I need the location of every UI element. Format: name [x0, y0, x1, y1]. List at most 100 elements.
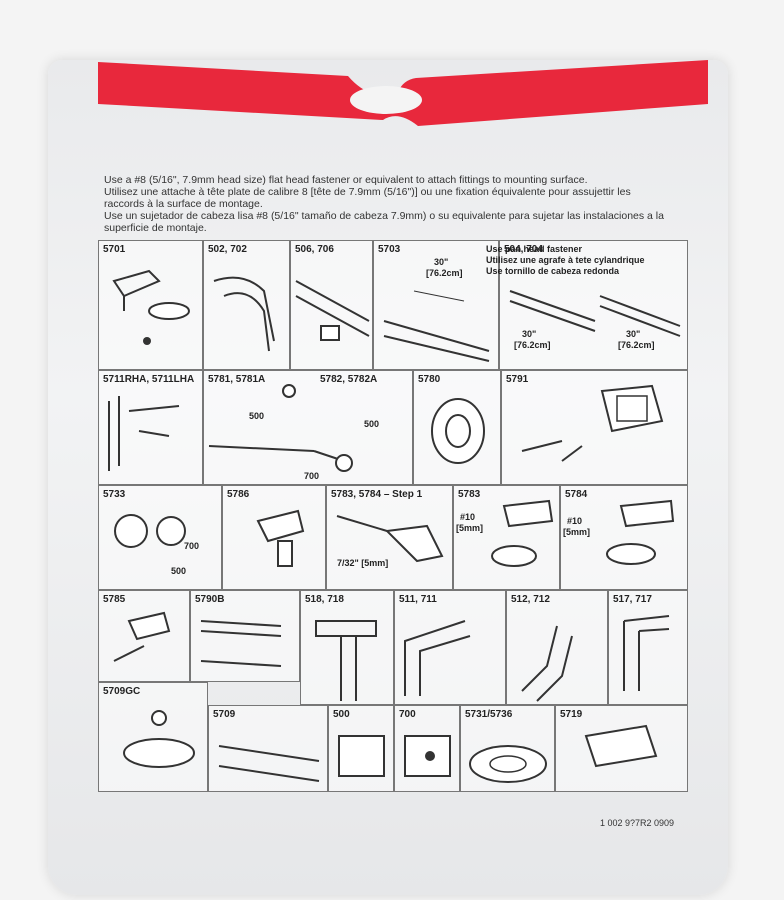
cell-label: 5733 [103, 489, 126, 500]
drill-drawing [336, 515, 444, 563]
cell-label: 5731/5736 [465, 709, 513, 720]
cell-label: 5701 [103, 244, 126, 255]
cell-label: 511, 711 [399, 594, 437, 605]
cell-label: 5782, 5782A [320, 374, 378, 385]
dimension-30in: 30" [626, 329, 641, 339]
cell-label: 506, 706 [295, 244, 334, 255]
cell-504-704: 504, 704 30" [76.2cm] 30" [76.2cm] [499, 240, 688, 370]
cell-502-702: 502, 702 [203, 240, 290, 370]
ground-clip-drawing [123, 710, 195, 768]
cell-label: 504, 704 [504, 244, 543, 255]
tee-drawing [315, 620, 377, 701]
cell-label: 5719 [560, 709, 583, 720]
cell-5784: 5784 #10 [5mm] [560, 485, 688, 590]
extension-box-drawing [114, 514, 186, 548]
bushing-drawing [431, 398, 485, 464]
cell-label: 5709 [213, 709, 236, 720]
cell-label: 5786 [227, 489, 250, 500]
screw-mm: [5mm] [456, 523, 484, 533]
fitting-drawing [113, 611, 171, 662]
dimension-30in: 30" [522, 329, 537, 339]
label-500: 500 [171, 566, 187, 576]
cell-512-712: 512, 712 [506, 590, 608, 705]
screw-mm: [5mm] [563, 527, 591, 537]
cell-label: 5703 [378, 244, 401, 255]
instructions-es-1: Use un sujetador de cabeza lisa #8 (5/16… [104, 210, 664, 222]
dimension-762cm: [76.2cm] [514, 340, 551, 350]
bushing-fitting-drawing [491, 499, 554, 567]
raceway-clip-drawing [112, 269, 190, 345]
cell-5719: 5719 [555, 705, 688, 792]
cell-label: 518, 718 [305, 594, 344, 605]
cell-5786: 5786 [222, 485, 326, 590]
cell-5731-5736: 5731/5736 [460, 705, 555, 792]
cell-label: 5791 [506, 374, 529, 385]
cell-label: 5709GC [103, 686, 141, 697]
cell-518-718: 518, 718 [300, 590, 394, 705]
box-drawing [521, 384, 664, 462]
raceway-drawing [218, 745, 320, 782]
pan-head-note: Use pan head fastener Utilisez une agraf… [486, 244, 645, 277]
hang-hole [350, 86, 422, 114]
cell-label: 500 [333, 709, 350, 720]
connector-drawing [200, 620, 282, 667]
pan-head-strap-drawing [509, 290, 681, 337]
fittings-diagram-grid: 5701 502, 702 506, 706 5703 30" [76.2cm]… [98, 240, 688, 810]
label-700: 700 [184, 541, 200, 551]
cell-label: 700 [399, 709, 416, 720]
instructions-fr-1: Utilisez une attache à tête plate de cal… [104, 186, 631, 198]
label-500: 500 [249, 411, 265, 421]
pan-head-note-en: Use pan head fastener [486, 244, 583, 254]
cell-5783: 5783 #10 [5mm] [453, 485, 560, 590]
cell-label: 5780 [418, 374, 441, 385]
cell-label: 5783, 5784 – Step 1 [331, 489, 423, 500]
strap-drawing [383, 290, 490, 362]
cell-5709gc: 5709GC [98, 682, 208, 792]
instructions-es-2: superficie de montaje. [104, 222, 207, 234]
dimension-762cm: [76.2cm] [618, 340, 655, 350]
dimension-762cm: [76.2cm] [426, 268, 463, 278]
dimension-30in: 30" [434, 257, 449, 267]
cell-5701: 5701 [98, 240, 203, 370]
cell-5780: 5780 [413, 370, 501, 485]
cell-label: 5711RHA, 5711LHA [103, 374, 195, 385]
instructions-text: Use a #8 (5/16", 7.9mm head size) flat h… [104, 174, 684, 234]
cell-label: 502, 702 [208, 244, 247, 255]
cell-label: 5781, 5781A [208, 374, 266, 385]
bushing-fitting-drawing [606, 499, 675, 565]
adapter-drawing [584, 724, 658, 768]
cell-5791: 5791 [501, 370, 688, 485]
base-drawing [338, 735, 385, 777]
fitting-drawing [108, 396, 180, 471]
drill-size: 7/32" [5mm] [337, 558, 389, 568]
base-drawing [404, 735, 451, 777]
cell-5709: 5709 [208, 705, 328, 792]
cell-label: 5790B [195, 594, 225, 605]
red-hanger-band [98, 60, 708, 126]
instructions-fr-2: raccords à la surface de montage. [104, 198, 263, 210]
instructions-en: Use a #8 (5/16", 7.9mm head size) flat h… [104, 174, 588, 186]
pan-head-note-es: Use tornillo de cabeza redonda [486, 266, 620, 276]
cell-label: 5785 [103, 594, 126, 605]
cell-5785: 5785 [98, 590, 190, 682]
cell-label: 5783 [458, 489, 481, 500]
connector-drawing [208, 384, 353, 472]
elbow-drawing [213, 276, 275, 352]
inside-elbow-drawing [623, 615, 670, 691]
label-700: 700 [304, 471, 320, 481]
cell-500: 500 [328, 705, 394, 792]
flat-elbow-drawing [404, 620, 471, 696]
screw-size: #10 [460, 512, 476, 522]
outside-elbow-drawing [521, 625, 573, 702]
cell-5790b: 5790B [190, 590, 300, 682]
label-500: 500 [364, 419, 380, 429]
cell-label: 517, 717 [613, 594, 652, 605]
cell-5781-5782: 5781, 5781A 5782, 5782A 500 700 500 [203, 370, 413, 485]
coupling-drawing [295, 280, 370, 341]
cell-5733: 5733 700 500 [98, 485, 222, 590]
cell-label: 512, 712 [511, 594, 550, 605]
screw-size: #10 [567, 516, 583, 526]
part-number: 1 002 9?7R2 0909 [600, 818, 675, 828]
cell-506-706: 506, 706 [290, 240, 373, 370]
round-box-drawing [469, 745, 547, 783]
